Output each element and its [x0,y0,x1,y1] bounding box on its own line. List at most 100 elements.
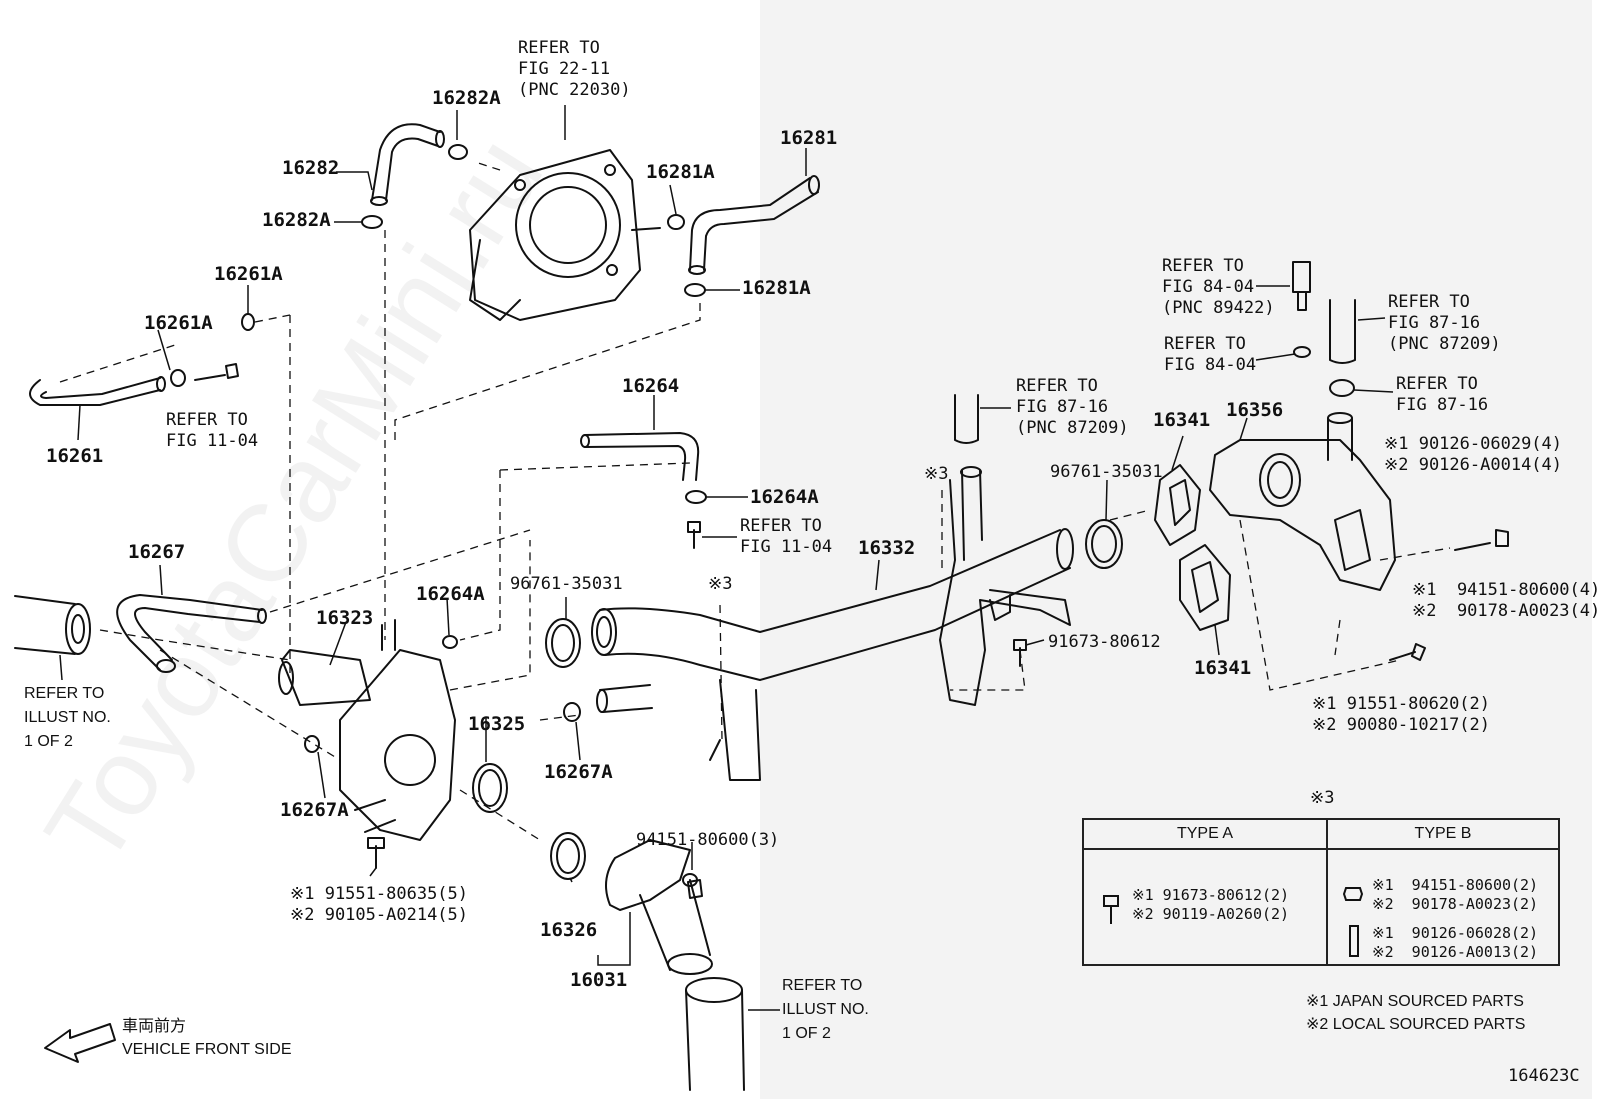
label-16281: 16281 [780,127,838,149]
gasket-96761-right [1085,519,1123,569]
ref-fig-11-04-left: REFER TO FIG 11-04 [166,410,259,451]
ref-throttle: REFER TO FIG 22-11 (PNC 22030) [518,38,631,100]
bolt-16323 [367,837,385,869]
washer-fig-84-04 [1293,346,1311,358]
pipe-bracket [939,466,1071,706]
label-16282: 16282 [282,157,340,179]
sensor-fig-84-04 [1292,261,1311,311]
label-16031: 16031 [570,969,628,991]
gasket-16325 [472,763,508,813]
pipe-to-illust-bottom [685,989,745,1091]
pipe-fig-87-16-right [1329,299,1356,364]
note-bolts-top-right: ※1 90126-06029(4) ※2 90126-A0014(4) [1384,434,1563,475]
type-table: TYPE A TYPE B ※1 91673-80612(2) ※2 90119… [1082,818,1560,966]
label-16332: 16332 [858,537,916,559]
hose-16282 [371,123,441,201]
label-94151-3: 94151-80600(3) [636,830,780,850]
pipe-to-illust-left [14,595,76,655]
label-16264A-left: 16264A [416,583,485,605]
type-b-parts-2: ※1 90126-06028(2) ※2 90126-A0013(2) [1372,924,1539,961]
clamp-16282A-left [361,215,383,229]
label-16326: 16326 [540,919,598,941]
ref-illust-left: REFER TO ILLUST NO. 1 OF 2 [24,685,111,750]
ref-fig-87-16-mid: REFER TO FIG 87-16 (PNC 87209) [1016,376,1129,438]
clamp-16267A-right [563,702,581,722]
label-16325: 16325 [468,713,526,735]
clamp-16281A-right [684,283,706,297]
bypass-pipe [599,684,653,713]
label-16264A-right: 16264A [750,486,819,508]
label-16261A-left: 16261A [144,312,213,334]
label-96761-right: 96761-35031 [1050,462,1163,482]
throttle-body [469,149,661,321]
clamp-16267A-left [304,735,320,753]
note-mark3-a: ※3 [924,464,949,484]
ref-fig-87-16-plain: REFER TO FIG 87-16 [1396,374,1489,415]
bolt-fig-11-04-mid [687,521,701,549]
water-inlet-16356 [1209,412,1396,591]
label-16356: 16356 [1226,399,1284,421]
ref-fig-87-16-right: REFER TO FIG 87-16 (PNC 87209) [1388,292,1501,354]
label-16267: 16267 [128,541,186,563]
vehicle-front-en: VEHICLE FRONT SIDE [122,1041,292,1058]
plug-fig-87-16 [1329,379,1355,397]
thermostat-16031 [605,839,713,975]
bolt-91551-right [1389,643,1426,661]
label-91673: 91673-80612 [1048,632,1161,652]
vehicle-front-jp: 車両前方 [122,1016,187,1035]
clamp-16261A-left [170,369,186,387]
ref-fig-11-04-mid: REFER TO FIG 11-04 [740,516,833,557]
ref-fig-84-04: REFER TO FIG 84-04 [1164,334,1257,375]
label-16281A-right: 16281A [742,277,811,299]
bolt-fig-11-04-left [194,363,239,381]
label-16282A-top: 16282A [432,87,501,109]
label-16261: 16261 [46,445,104,467]
type-b-cell: ※1 94151-80600(2) ※2 90178-A0023(2) ※1 9… [1326,848,1560,966]
nut-94151-3 [687,879,703,899]
label-16267A-left: 16267A [280,799,349,821]
label-16282A-left: 16282A [262,209,331,231]
type-a-cell: ※1 91673-80612(2) ※2 90119-A0260(2) [1082,848,1328,966]
legend-local: ※2 LOCAL SOURCED PARTS [1306,1016,1526,1033]
water-outlet-16323 [278,619,458,841]
label-16264: 16264 [622,375,680,397]
pipe-fig-87-16-mid [954,394,979,444]
ref-illust-bottom: REFER TO ILLUST NO. 1 OF 2 [782,977,869,1042]
hose-16261 [29,379,161,406]
figure-code: 164623C [1508,1066,1580,1086]
label-16261A-top: 16261A [214,263,283,285]
note-bolts-lower-left: ※1 91551-80635(5) ※2 90105-A0214(5) [290,884,469,925]
label-16267A-right: 16267A [544,761,613,783]
label-96761-left: 96761-35031 [510,574,623,594]
note-mark3-b: ※3 [708,574,733,594]
type-b-stud-icon [1349,925,1359,957]
stud-90126 [1454,542,1491,551]
clamp-16261A-top [241,313,255,331]
note-mark3-table: ※3 [1310,788,1335,808]
label-16341-bottom: 16341 [1194,657,1252,679]
nut-94151 [1495,529,1509,547]
clamp-16282A-top [448,144,468,160]
label-16281A-top: 16281A [646,161,715,183]
hose-16264 [584,432,700,481]
type-a-parts: ※1 91673-80612(2) ※2 90119-A0260(2) [1132,886,1290,923]
gasket-96761-left [545,618,581,668]
clamp-16281A-top [667,214,685,230]
water-pipe-16332 [591,528,1074,781]
label-16341-top: 16341 [1153,409,1211,431]
hose-16267 [116,594,263,671]
gasket-16341-bottom [1179,544,1231,631]
type-a-bolt-icon [1103,895,1119,924]
gasket-16341-top [1154,464,1201,546]
type-b-header: TYPE B [1326,818,1560,850]
note-bolts-lower-right: ※1 91551-80620(2) ※2 90080-10217(2) [1312,694,1491,735]
type-b-nut-icon [1342,887,1364,901]
clamp-16264A-right [685,490,707,504]
gasket-16326 [550,832,586,880]
vehicle-front-arrow [44,1023,116,1063]
legend-japan: ※1 JAPAN SOURCED PARTS [1306,993,1524,1010]
type-b-parts-1: ※1 94151-80600(2) ※2 90178-A0023(2) [1372,876,1539,913]
hose-16281 [689,177,811,271]
type-a-header: TYPE A [1082,818,1328,850]
